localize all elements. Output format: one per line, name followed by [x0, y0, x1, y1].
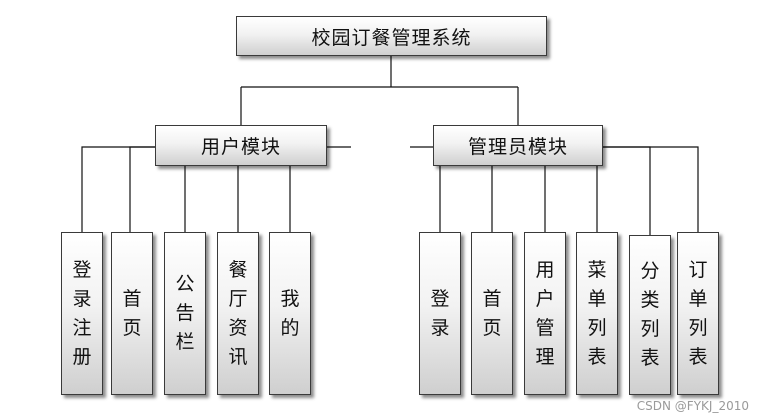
watermark: CSDN @FYKJ_2010 — [636, 399, 749, 413]
user-leaf-notice-board: 公告栏 — [164, 232, 206, 395]
leaf-label: 登录注册 — [72, 258, 92, 368]
leaf-label: 首页 — [482, 287, 502, 339]
leaf-label: 登录 — [430, 287, 450, 339]
root-node: 校园订餐管理系统 — [236, 16, 547, 56]
admin-leaf-login: 登录 — [419, 232, 461, 395]
leaf-label: 订单列表 — [688, 258, 708, 368]
leaf-label: 我的 — [280, 287, 300, 339]
user-leaf-login-register: 登录注册 — [61, 232, 103, 395]
leaf-label: 用户管理 — [535, 258, 555, 368]
user-leaf-restaurant-info: 餐厅资讯 — [217, 232, 259, 395]
admin-connector-5 — [603, 146, 651, 235]
user-connector-1 — [81, 146, 155, 232]
leaf-label: 首页 — [122, 287, 142, 339]
leaf-label: 餐厅资讯 — [228, 258, 248, 368]
root-node-label: 校园订餐管理系统 — [311, 26, 472, 49]
admin-module-label: 管理员模块 — [467, 136, 568, 158]
admin-leaf-user-management: 用户管理 — [524, 232, 566, 395]
user-leaf-home: 首页 — [111, 232, 153, 395]
leaf-label: 菜单列表 — [587, 258, 607, 368]
admin-leaf-category-list: 分类列表 — [629, 235, 671, 395]
leaf-label: 公告栏 — [175, 273, 195, 353]
leaf-label: 分类列表 — [640, 260, 660, 369]
admin-connector-6 — [603, 146, 699, 232]
user-module-label: 用户模块 — [200, 136, 281, 158]
user-connector-2 — [129, 146, 155, 232]
admin-leaf-order-list: 订单列表 — [677, 232, 719, 395]
user-module-node: 用户模块 — [155, 125, 327, 166]
admin-module-node: 管理员模块 — [433, 125, 603, 166]
admin-leaf-home: 首页 — [471, 232, 513, 395]
user-leaf-mine: 我的 — [269, 232, 311, 395]
admin-leaf-menu-list: 菜单列表 — [576, 232, 618, 395]
